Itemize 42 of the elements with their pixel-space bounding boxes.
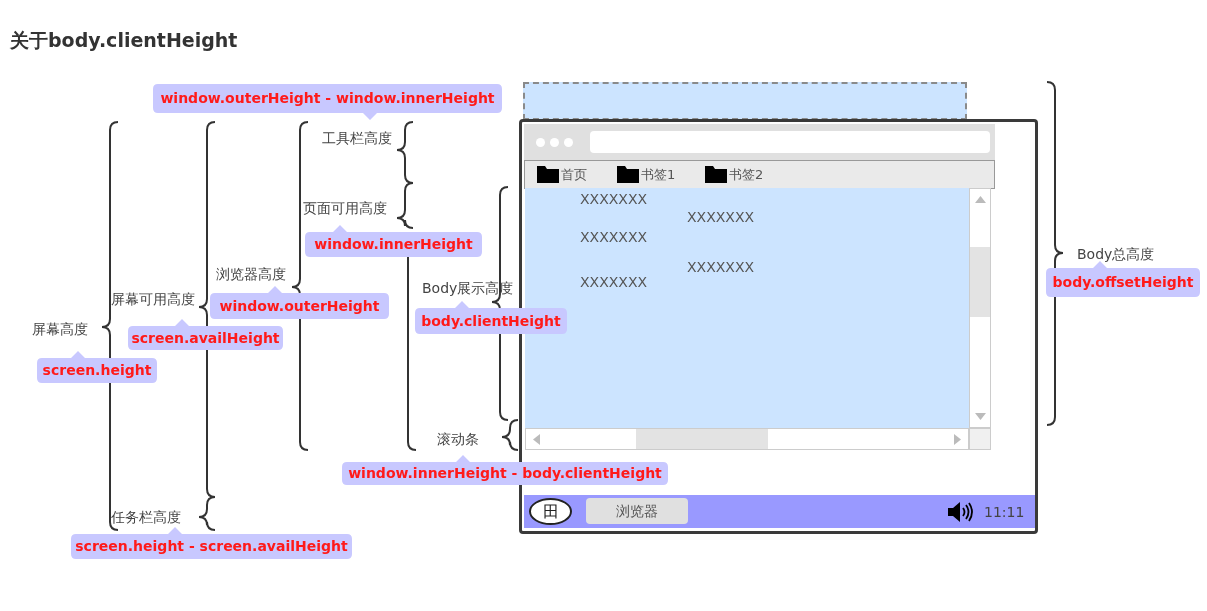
- placeholder-text: XXXXXXX: [687, 258, 755, 277]
- height-label: 屏幕可用高度: [111, 290, 195, 309]
- bookmark-text: 书签1: [641, 166, 676, 184]
- callout-bubble: [153, 84, 502, 120]
- callout-bubble: [37, 351, 157, 383]
- height-label: 屏幕高度: [32, 320, 88, 339]
- callout-bubble: [1046, 261, 1200, 297]
- title: 关于body.clientHeight: [10, 28, 238, 53]
- dashed-region: [523, 82, 967, 120]
- callout-bubble: [210, 286, 389, 319]
- formula-text: window.outerHeight: [219, 296, 380, 316]
- formula-text: window.outerHeight - window.innerHeight: [160, 89, 495, 108]
- address-bar: [590, 131, 990, 153]
- formula-text: screen.availHeight: [131, 328, 280, 348]
- start-button: 田: [529, 498, 572, 525]
- bookmark-text: 首页: [561, 166, 587, 184]
- callout-bubble: [305, 225, 482, 257]
- placeholder-text: XXXXXXX: [580, 228, 648, 247]
- placeholder-text: XXXXXXX: [580, 273, 648, 292]
- formula-text: screen.height: [42, 361, 152, 380]
- bookmark-text: 书签2: [729, 166, 764, 184]
- clock-text: 11:11: [984, 503, 1025, 522]
- formula-text: body.offsetHeight: [1052, 273, 1194, 292]
- formula-text: window.innerHeight - body.clientHeight: [348, 464, 662, 483]
- callout-bubble: [342, 455, 668, 485]
- placeholder-text: XXXXXXX: [580, 190, 648, 209]
- height-label: 页面可用高度: [303, 199, 387, 218]
- bookmark-bar: [524, 160, 995, 189]
- formula-text: body.clientHeight: [421, 311, 561, 331]
- taskbar: [524, 495, 1035, 528]
- callout-bubble: [415, 301, 567, 334]
- formula-text: window.innerHeight: [314, 235, 473, 254]
- callout-bubble: [128, 319, 283, 350]
- height-label: 工具栏高度: [322, 129, 392, 148]
- height-label: Body总高度: [1077, 245, 1155, 264]
- placeholder-text: XXXXXXX: [687, 208, 755, 227]
- taskbar-button: 浏览器: [586, 498, 688, 524]
- height-label: 滚动条: [437, 430, 479, 449]
- callout-bubble: [71, 527, 352, 559]
- height-label: 浏览器高度: [216, 265, 286, 284]
- height-label: 任务栏高度: [111, 508, 181, 527]
- formula-text: screen.height - screen.availHeight: [75, 537, 348, 556]
